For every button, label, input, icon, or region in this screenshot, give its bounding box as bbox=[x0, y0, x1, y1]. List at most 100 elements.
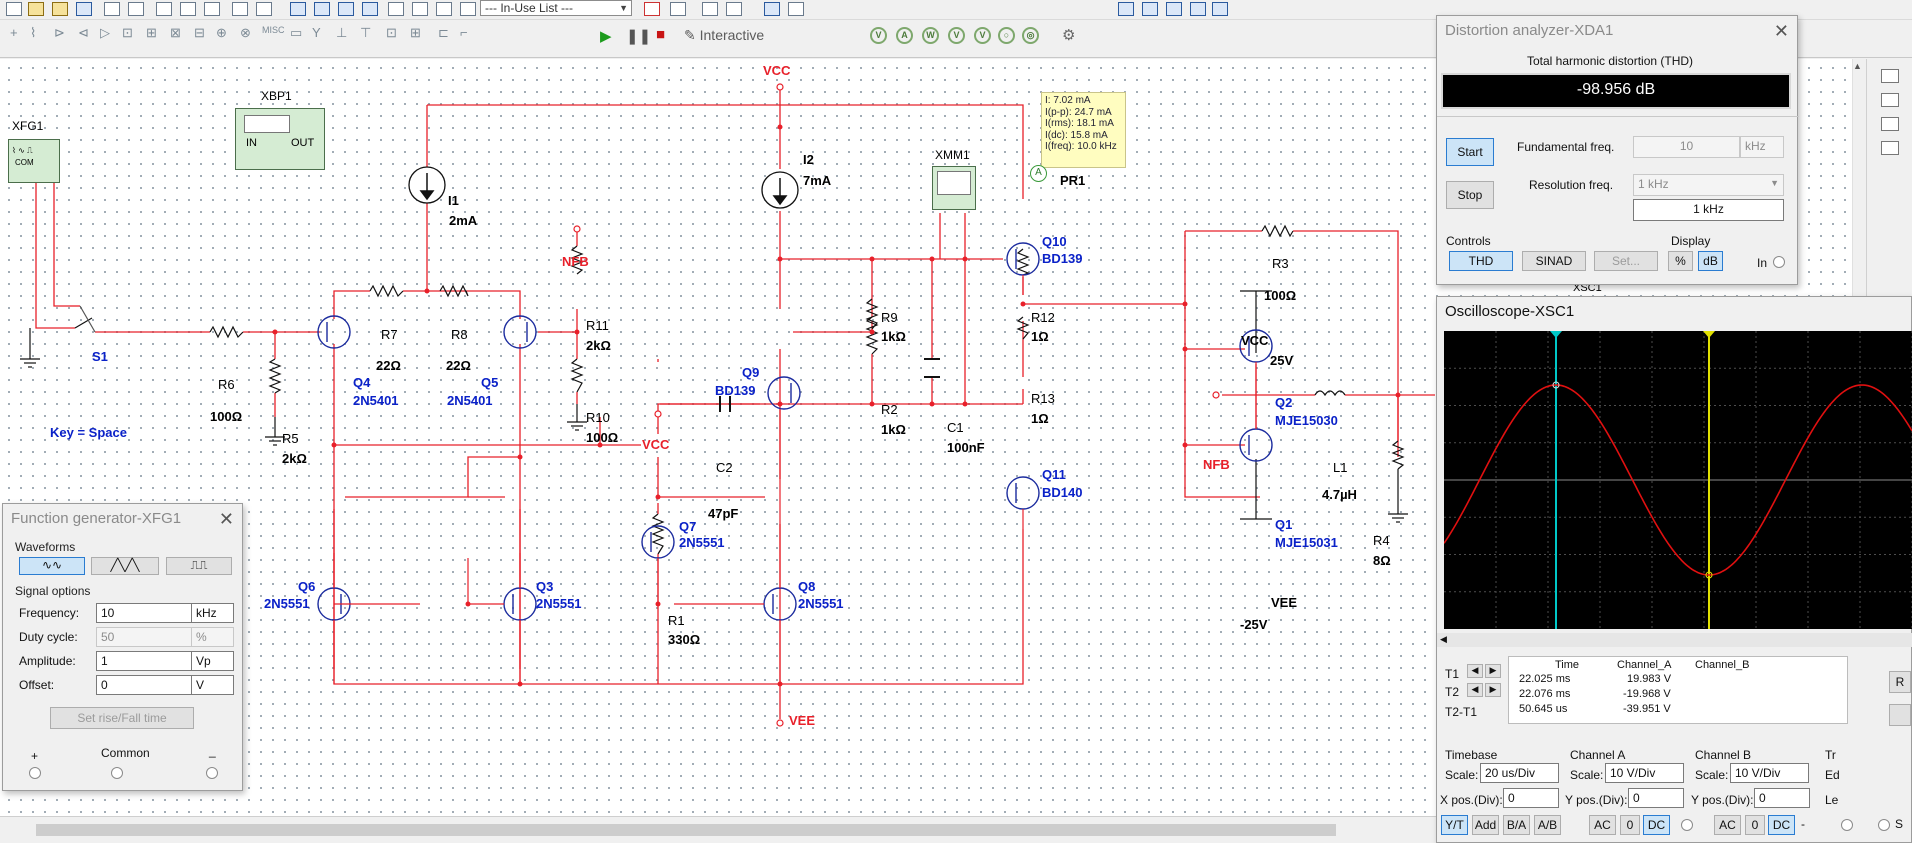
zoom-out-icon[interactable] bbox=[1142, 2, 1158, 16]
zoom-help-icon[interactable] bbox=[764, 2, 780, 16]
trigger-terminal[interactable] bbox=[1878, 819, 1890, 831]
cha-scale-input[interactable]: 10 V/Div bbox=[1605, 763, 1684, 783]
offset-unit[interactable]: V bbox=[191, 675, 234, 695]
digital-probe-icon[interactable]: ○ bbox=[998, 27, 1015, 44]
forward-annotate-icon[interactable] bbox=[436, 2, 452, 16]
undo-icon[interactable] bbox=[232, 2, 248, 16]
scroll-left-icon[interactable]: ◀ bbox=[1440, 634, 1447, 644]
scroll-thumb[interactable] bbox=[36, 824, 1336, 836]
power-probe-icon[interactable]: W bbox=[922, 27, 939, 44]
cursor-t1-handle[interactable] bbox=[1550, 331, 1562, 338]
timebase-scale-input[interactable]: 20 us/Div bbox=[1480, 763, 1559, 783]
chb-zero-button[interactable]: 0 bbox=[1745, 815, 1765, 835]
cursor-t2-handle[interactable] bbox=[1703, 331, 1715, 338]
offset-input[interactable]: 0 bbox=[96, 675, 192, 695]
sinad-button[interactable]: SINAD bbox=[1522, 251, 1586, 271]
cmos-icon[interactable]: ⊞ bbox=[146, 25, 157, 40]
interactive-mode-label[interactable]: ✎ Interactive bbox=[684, 27, 764, 44]
differential-voltage-probe-icon[interactable]: V bbox=[948, 27, 965, 44]
oscilloscope-screen[interactable] bbox=[1444, 331, 1912, 629]
function-gen-tool-icon[interactable] bbox=[1881, 93, 1899, 107]
connector-icon[interactable]: ⊡ bbox=[386, 25, 397, 40]
multimeter-tool-icon[interactable] bbox=[1881, 69, 1899, 83]
open-sample-icon[interactable] bbox=[52, 2, 68, 16]
ni-component-icon[interactable]: ⊤ bbox=[360, 25, 372, 40]
xpos-input[interactable]: 0 bbox=[1503, 788, 1559, 808]
full-screen-icon[interactable] bbox=[1212, 2, 1228, 16]
square-wave-button[interactable]: ⎍⎍ bbox=[166, 557, 232, 575]
stop-icon[interactable]: ■ bbox=[656, 26, 666, 43]
xmm1-instrument[interactable] bbox=[932, 166, 976, 210]
cha-dc-button[interactable]: DC bbox=[1643, 815, 1670, 835]
percent-button[interactable]: % bbox=[1668, 251, 1693, 271]
xfg1-instrument[interactable]: ⌇ ∿ ⎍ COM bbox=[8, 139, 60, 183]
set-rise-fall-button[interactable]: Set rise/Fall time bbox=[50, 707, 194, 729]
cha-ac-button[interactable]: AC bbox=[1589, 815, 1616, 835]
amplitude-unit[interactable]: Vp bbox=[191, 651, 234, 671]
bus-connector-icon[interactable]: ⊏ bbox=[438, 25, 449, 40]
thd-button[interactable]: THD bbox=[1449, 251, 1513, 271]
basic-icon[interactable]: ⌇ bbox=[30, 25, 37, 40]
annotate-icon[interactable] bbox=[412, 2, 428, 16]
add-button[interactable]: Add bbox=[1472, 815, 1499, 835]
chb-ypos-input[interactable]: 0 bbox=[1754, 788, 1810, 808]
mcu-icon[interactable]: ⊠ bbox=[170, 25, 181, 40]
close-icon[interactable]: ✕ bbox=[218, 509, 234, 529]
cha-zero-button[interactable]: 0 bbox=[1620, 815, 1640, 835]
db-button[interactable]: dB bbox=[1698, 251, 1723, 271]
ab-button[interactable]: A/B bbox=[1534, 815, 1561, 835]
minus-terminal[interactable] bbox=[206, 767, 218, 779]
indicator-icon[interactable]: ⊗ bbox=[240, 25, 251, 40]
sine-wave-button[interactable]: ∿∿ bbox=[19, 557, 85, 575]
start-button[interactable]: Start bbox=[1446, 138, 1494, 166]
cha-ypos-input[interactable]: 0 bbox=[1628, 788, 1684, 808]
help-icon[interactable] bbox=[788, 2, 804, 16]
zoom-in-icon[interactable] bbox=[1118, 2, 1134, 16]
paste-icon[interactable] bbox=[204, 2, 220, 16]
place-bus-icon[interactable]: ⌐ bbox=[460, 25, 468, 40]
t2-right-button[interactable]: ▶ bbox=[1485, 683, 1501, 697]
print-preview-icon[interactable] bbox=[128, 2, 144, 16]
chb-scale-input[interactable]: 10 V/Div bbox=[1730, 763, 1809, 783]
t2-left-button[interactable]: ◀ bbox=[1467, 683, 1483, 697]
open-folder-icon[interactable] bbox=[28, 2, 44, 16]
t1-right-button[interactable]: ▶ bbox=[1485, 664, 1501, 678]
in-terminal[interactable] bbox=[1773, 256, 1785, 268]
current-probe-marker[interactable]: A bbox=[1030, 165, 1047, 182]
run-icon[interactable]: ▶ bbox=[600, 28, 612, 45]
oscilloscope-tool-icon[interactable] bbox=[1881, 141, 1899, 155]
back-annotate-icon[interactable] bbox=[460, 2, 476, 16]
misc-icon[interactable]: MISC bbox=[262, 25, 285, 35]
chb-terminal[interactable] bbox=[1841, 819, 1853, 831]
xbp1-instrument[interactable]: IN OUT bbox=[235, 108, 325, 170]
postprocessor-icon[interactable] bbox=[362, 2, 378, 16]
stop-button[interactable]: Stop bbox=[1446, 181, 1494, 209]
triangle-wave-button[interactable]: ╱╲╱╲ bbox=[91, 557, 159, 575]
frequency-input[interactable]: 10 bbox=[96, 603, 192, 623]
wire-icon[interactable] bbox=[702, 2, 718, 16]
current-probe-icon[interactable]: A bbox=[896, 27, 913, 44]
t1-left-button[interactable]: ◀ bbox=[1467, 664, 1483, 678]
ba-button[interactable]: B/A bbox=[1503, 815, 1530, 835]
save-scope-button[interactable] bbox=[1889, 704, 1911, 726]
source-icon[interactable]: + bbox=[10, 25, 18, 40]
gear-icon[interactable]: ⚙ bbox=[1062, 27, 1076, 44]
power-component-icon[interactable]: ▭ bbox=[290, 25, 303, 40]
diode-icon[interactable]: ⊳ bbox=[54, 25, 65, 40]
ttl-icon[interactable]: ⊡ bbox=[122, 25, 133, 40]
close-icon[interactable]: ✕ bbox=[1773, 21, 1789, 41]
zoom-fit-icon[interactable] bbox=[1190, 2, 1206, 16]
pause-icon[interactable]: ❚❚ bbox=[626, 28, 652, 45]
electromechanical-icon[interactable]: ⊥ bbox=[336, 25, 348, 40]
redo-icon[interactable] bbox=[256, 2, 272, 16]
advanced-peripheral-icon[interactable]: ⊟ bbox=[194, 25, 205, 40]
voltage-ref-probe-icon[interactable]: V bbox=[974, 27, 991, 44]
scroll-up-icon[interactable]: ▲ bbox=[1853, 61, 1862, 71]
frequency-unit[interactable]: kHz bbox=[191, 603, 234, 623]
bus-icon[interactable] bbox=[726, 2, 742, 16]
copy-icon[interactable] bbox=[180, 2, 196, 16]
plus-terminal[interactable] bbox=[29, 767, 41, 779]
reverse-button[interactable]: R bbox=[1889, 671, 1911, 693]
cha-terminal[interactable] bbox=[1681, 819, 1693, 831]
chb-dc-button[interactable]: DC bbox=[1768, 815, 1795, 835]
